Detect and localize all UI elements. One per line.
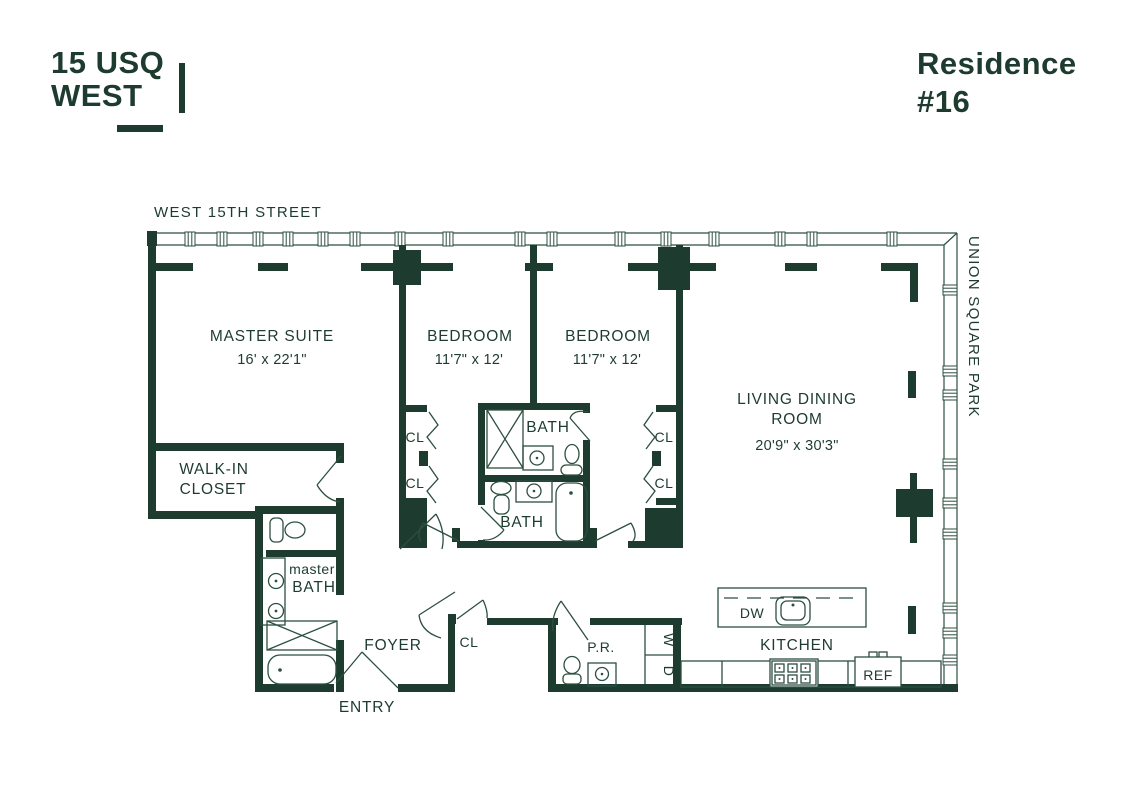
sink-fixture (587, 662, 617, 687)
door-foyer-closet (456, 599, 488, 620)
room-dims-master-suite: 16' x 22'1" (237, 352, 307, 368)
bathtub-fixture (555, 482, 588, 542)
toilet-fixture (490, 480, 512, 515)
room-labels: MASTER SUITE 16' x 22'1" BEDROOM 11'7" x… (179, 328, 893, 716)
shower-fixture (266, 620, 338, 651)
bifold-door-cl2 (426, 465, 439, 504)
appliance-label-washer: W (661, 633, 677, 647)
window-mullions-top (184, 231, 898, 247)
room-dims-living-dining: 20'9" x 30'3" (755, 438, 838, 454)
shower-fixture (486, 409, 524, 469)
room-label-master-suite: MASTER SUITE (210, 328, 334, 345)
room-label-kitchen: KITCHEN (760, 637, 834, 654)
kitchen-island (717, 587, 867, 628)
residence-title: Residence #16 (917, 46, 1077, 119)
door-bedroom-2 (594, 522, 636, 542)
appliance-label-refrigerator: REF (863, 667, 893, 683)
sink-fixture (775, 596, 811, 626)
door-powder-room (552, 600, 589, 641)
appliance-label-dishwasher: DW (740, 605, 765, 621)
vanity-fixture (260, 557, 286, 626)
door-bath-upper (569, 410, 591, 442)
residence-line1: Residence (917, 46, 1077, 81)
door-master-bath (418, 591, 456, 639)
window-mullions-right (942, 284, 958, 666)
room-dims-bedroom-2: 11'7" x 12' (573, 352, 642, 368)
room-dims-bedroom-1: 11'7" x 12' (435, 352, 504, 368)
bathtub-fixture (267, 654, 337, 685)
window-walls (148, 231, 958, 688)
room-label-master-bath-2: BATH (292, 579, 335, 596)
refrigerator-fixture (854, 651, 902, 688)
toilet-fixture (560, 443, 583, 476)
door-bedroom-1 (418, 522, 460, 542)
range-fixture (769, 658, 819, 688)
room-label-living-dining-2: ROOM (771, 411, 822, 428)
logo-divider-bar (179, 63, 185, 113)
vanity-fixture (522, 445, 554, 471)
walls (147, 231, 958, 692)
logo-underline (117, 125, 163, 132)
washer-dryer-box (644, 625, 673, 684)
bifold-door-cl3 (643, 411, 656, 450)
closet-label-cl4: CL (655, 475, 674, 491)
logo-line1: 15 USQ (51, 45, 164, 80)
appliance-label-dryer: D (661, 666, 677, 677)
residence-line2: #16 (917, 84, 970, 119)
room-label-bath-lower: BATH (500, 514, 543, 531)
closet-label-cl3: CL (655, 429, 674, 445)
room-label-walk-in-1: WALK-IN (179, 461, 249, 478)
room-label-living-dining-1: LIVING DINING (737, 391, 857, 408)
room-label-powder-room: P.R. (587, 639, 614, 655)
closet-label-foyer-cl: CL (460, 634, 479, 650)
toilet-fixture (562, 655, 582, 685)
logo: 15 USQ WEST (51, 45, 185, 132)
room-label-entry: ENTRY (339, 699, 395, 716)
vanity-fixture (515, 480, 553, 503)
door-walk-in-closet (316, 455, 342, 503)
bifold-door-cl1 (426, 411, 439, 450)
street-label: WEST 15TH STREET (154, 204, 322, 221)
room-label-foyer: FOYER (364, 637, 421, 654)
room-label-walk-in-2: CLOSET (180, 481, 247, 498)
fixtures (260, 409, 942, 688)
park-label: UNION SQUARE PARK (965, 236, 982, 418)
door-bath-lower (480, 506, 505, 541)
column (393, 250, 421, 285)
room-label-bedroom-2: BEDROOM (565, 328, 651, 345)
room-label-bedroom-1: BEDROOM (427, 328, 513, 345)
closet-label-cl2: CL (406, 475, 425, 491)
door-swings (316, 410, 656, 689)
room-label-bath-upper: BATH (526, 419, 569, 436)
bifold-door-cl4 (643, 465, 656, 504)
column (658, 247, 690, 290)
kitchen-counter (680, 651, 942, 688)
column (896, 489, 933, 517)
toilet-fixture (269, 517, 306, 543)
logo-line2: WEST (51, 78, 143, 113)
closet-label-cl1: CL (406, 429, 425, 445)
door-master-suite (399, 513, 444, 550)
door-entry (335, 651, 399, 689)
room-label-master-bath-1: master (289, 561, 335, 577)
